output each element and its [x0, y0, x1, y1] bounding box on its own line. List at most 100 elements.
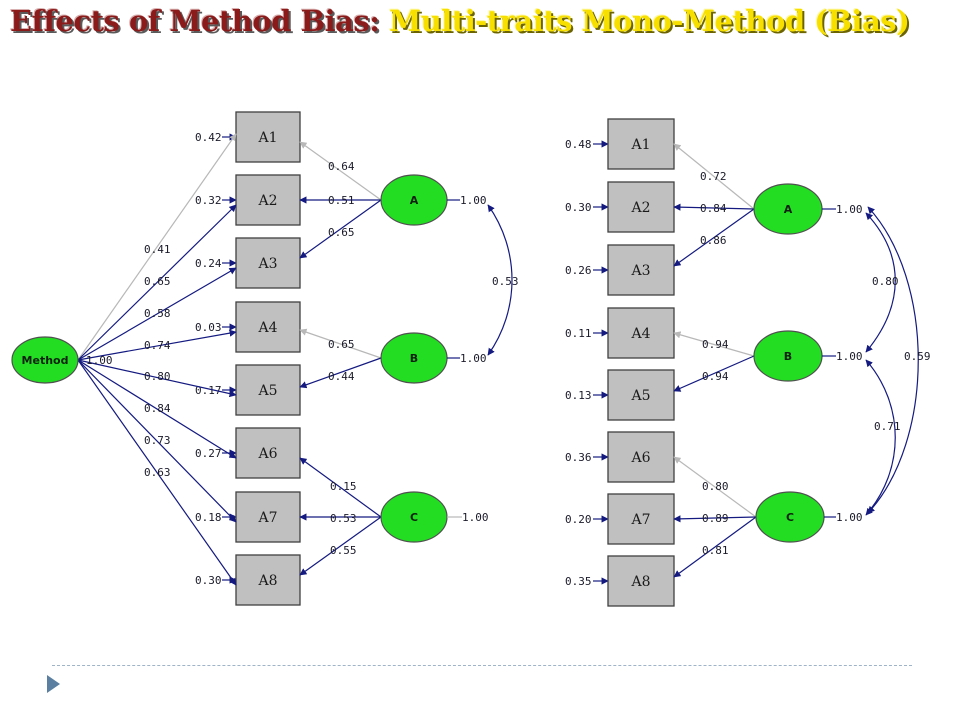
observed-variable-label: A1 — [630, 137, 650, 153]
observed-variable-label: A2 — [630, 200, 650, 216]
observed-variable-label: A6 — [257, 446, 277, 462]
method-loading-label: 0.74 — [144, 339, 171, 352]
observed-variable-box — [235, 364, 301, 416]
slide-title: Effects of Method Bias: Multi-traits Mon… — [10, 4, 910, 38]
error-variance-label: 0.11 — [565, 327, 592, 340]
trait-loading-label: 0.86 — [700, 234, 727, 247]
method-loading-arrow — [77, 267, 237, 361]
trait-loading-arrow — [299, 357, 382, 389]
method-loading-arrow — [77, 359, 237, 523]
error-variance-label: 0.36 — [565, 451, 592, 464]
method-loading-arrow — [77, 359, 237, 459]
method-loading-arrow — [77, 204, 237, 361]
method-loading-label: 0.80 — [144, 370, 171, 383]
error-variance-label: 0.26 — [565, 264, 592, 277]
observed-variable-box — [235, 301, 301, 353]
trait-loading-arrow — [299, 328, 382, 359]
error-variance-label: 0.35 — [565, 575, 592, 588]
method-loading-label: 0.58 — [144, 307, 171, 320]
method-loading-arrow — [77, 359, 237, 398]
trait-loading-label: 0.84 — [700, 202, 727, 215]
observed-variable-label: A8 — [257, 573, 277, 589]
covariance-curve — [867, 206, 919, 514]
error-variance-label: 0.48 — [565, 138, 592, 151]
title-part-1: Effects of Method Bias: — [10, 4, 390, 38]
trait-loading-label: 0.65 — [328, 338, 355, 351]
trait-loading-arrow — [673, 208, 755, 267]
observed-variable-label: A3 — [630, 263, 650, 279]
method-bias-path-diagram: 0.420.320.240.030.170.270.180.30A1A2A3A4… — [0, 100, 520, 610]
observed-variable-label: A4 — [257, 320, 277, 336]
observed-variable-label: A6 — [630, 450, 650, 466]
factor-variance-label: 1.00 — [460, 194, 487, 207]
observed-variable-label: A5 — [257, 383, 277, 399]
trait-loading-label: 0.89 — [702, 512, 729, 525]
error-variance-label: 0.27 — [195, 447, 222, 460]
trait-factor-label: C — [410, 511, 418, 524]
method-loading-label: 0.63 — [144, 466, 171, 479]
covariance-label: 0.71 — [874, 420, 901, 433]
covariance-curve — [865, 212, 896, 353]
trait-loading-label: 0.65 — [328, 226, 355, 239]
method-loading-label: 0.84 — [144, 402, 171, 415]
observed-variable-label: A7 — [630, 512, 650, 528]
method-loading-arrow — [77, 133, 237, 361]
method-loading-label: 0.73 — [144, 434, 171, 447]
trait-factor-label: C — [786, 511, 794, 524]
error-variance-label: 0.42 — [195, 131, 222, 144]
method-loading-label: 0.41 — [144, 243, 171, 256]
covariance-label: 0.80 — [872, 275, 899, 288]
method-factor-node — [11, 336, 79, 384]
trait-loading-label: 0.53 — [330, 512, 357, 525]
trait-loading-label: 0.94 — [702, 338, 729, 351]
observed-variable-box — [235, 111, 301, 163]
trait-loading-arrow — [673, 516, 757, 578]
method-loading-label: 0.65 — [144, 275, 171, 288]
observed-variable-box — [235, 554, 301, 606]
trait-factor-label: B — [784, 350, 792, 363]
observed-variable-box — [235, 237, 301, 289]
trait-loading-label: 0.80 — [702, 480, 729, 493]
error-variance-label: 0.30 — [565, 201, 592, 214]
trait-loading-arrow — [299, 199, 382, 259]
trait-loading-arrow — [299, 141, 382, 201]
factor-variance-label: 1.00 — [836, 350, 863, 363]
error-variance-label: 0.13 — [565, 389, 592, 402]
error-variance-label: 0.30 — [195, 574, 222, 587]
footer-divider — [52, 665, 912, 666]
observed-variable-box — [607, 555, 675, 607]
factor-variance-label: 1.00 — [836, 511, 863, 524]
observed-variable-box — [607, 118, 675, 170]
error-variance-label: 0.24 — [195, 257, 222, 270]
observed-variable-box — [235, 427, 301, 479]
trait-loading-label: 0.94 — [702, 370, 729, 383]
trait-loading-arrow — [299, 457, 382, 518]
error-variance-label: 0.03 — [195, 321, 222, 334]
error-variance-label: 0.32 — [195, 194, 222, 207]
observed-variable-label: A1 — [257, 130, 277, 146]
trait-loading-label: 0.64 — [328, 160, 355, 173]
observed-variable-label: A8 — [630, 574, 650, 590]
trait-loading-arrow — [673, 456, 757, 518]
trait-loading-arrow — [673, 355, 755, 392]
trait-loading-label: 0.44 — [328, 370, 355, 383]
observed-variable-label: A5 — [630, 388, 650, 404]
method-variance-label: 1.00 — [86, 354, 113, 367]
trait-loading-arrow — [299, 516, 382, 576]
observed-variable-box — [607, 307, 675, 359]
observed-variable-box — [607, 181, 675, 233]
method-factor-label: Method — [22, 354, 69, 367]
trait-loading-label: 0.51 — [328, 194, 355, 207]
observed-variable-box — [607, 431, 675, 483]
trait-loading-label: 0.72 — [700, 170, 727, 183]
trait-factor-label: A — [410, 194, 419, 207]
covariance-label: 0.59 — [904, 350, 931, 363]
observed-variable-box — [607, 369, 675, 421]
factor-variance-label: 1.00 — [460, 352, 487, 365]
factor-variance-label: 1.00 — [462, 511, 489, 524]
observed-variable-box — [607, 493, 675, 545]
method-loading-arrow — [77, 359, 237, 586]
trait-factor-label: B — [410, 352, 418, 365]
trait-factor-label: A — [784, 203, 793, 216]
method-loading-arrow — [77, 329, 237, 361]
